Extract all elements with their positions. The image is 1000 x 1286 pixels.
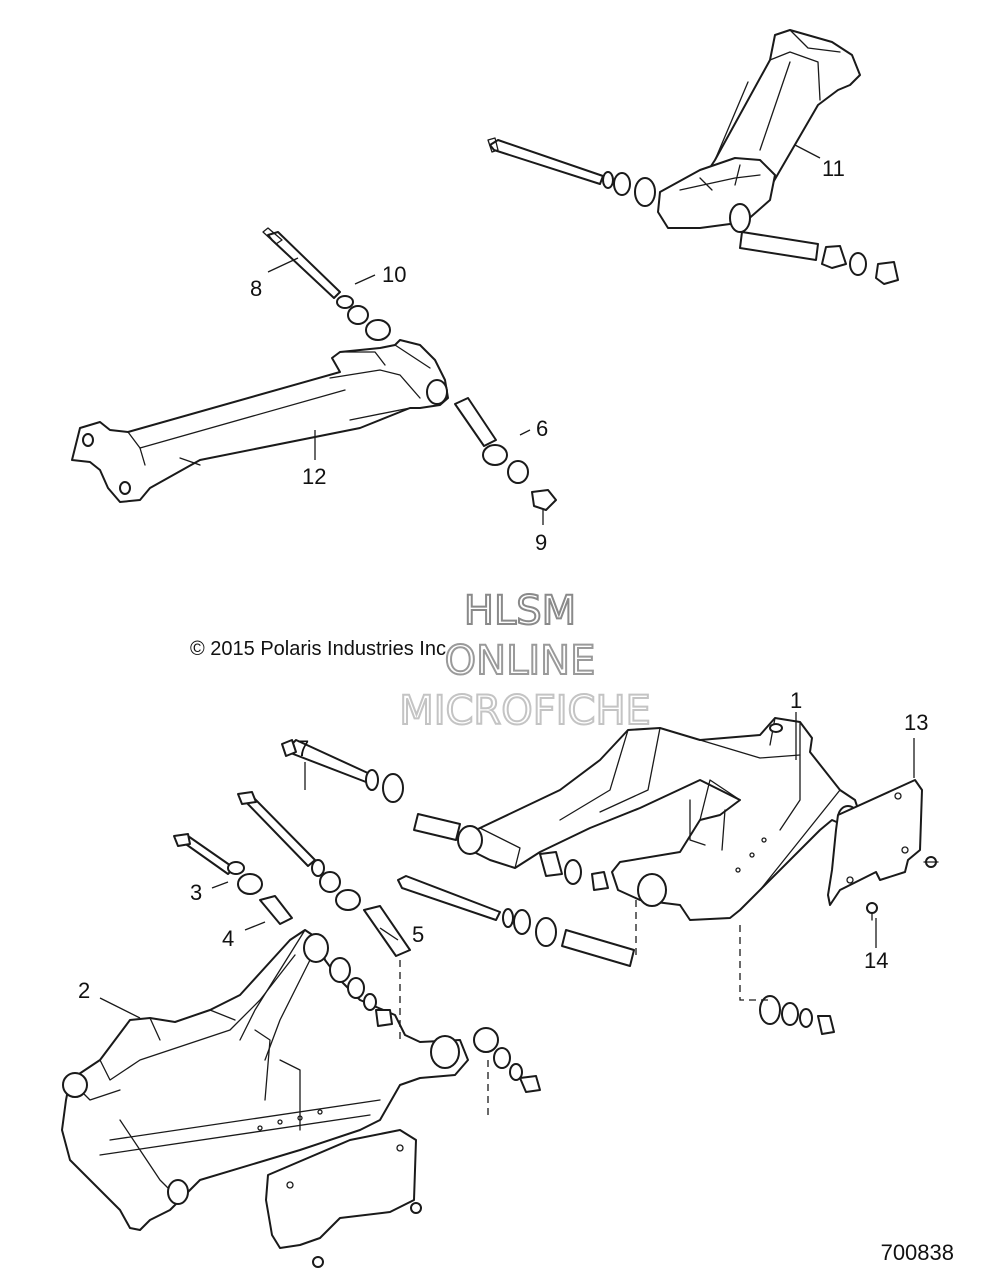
callout-9: 9 <box>535 530 547 555</box>
right-frame-hardware <box>281 739 835 1035</box>
trailing-arm-lower <box>71 339 449 503</box>
fastener-14-screws <box>866 856 939 921</box>
callout-12: 12 <box>302 464 326 489</box>
watermark-line-3: MICROFICHE <box>398 687 652 735</box>
document-number: 700838 <box>880 1240 954 1265</box>
callout-8: 8 <box>250 276 262 301</box>
skid-plate-right <box>827 779 923 906</box>
callout-7: 7 <box>297 736 309 761</box>
watermark-line-1: HLSM <box>463 587 577 635</box>
callout-1: 1 <box>790 688 802 713</box>
callout-10: 10 <box>382 262 406 287</box>
callout-4: 4 <box>222 926 234 951</box>
callout-6: 6 <box>536 416 548 441</box>
copyright-notice: © 2015 Polaris Industries Inc. <box>190 638 452 660</box>
lower-arm-hardware <box>262 227 557 511</box>
alignment-dash-lines <box>399 900 770 1120</box>
callout-labels: 11 10 8 6 12 9 1 13 7 3 4 5 14 2 <box>78 156 928 1003</box>
callout-leaders <box>99 144 915 1019</box>
callout-11: 11 <box>822 156 845 181</box>
skid-plate-left <box>265 1129 422 1268</box>
trailing-arm-upper <box>657 29 861 233</box>
crossmember-frame-right <box>457 717 861 921</box>
upper-arm-hardware <box>487 137 899 285</box>
callout-3: 3 <box>190 880 202 905</box>
watermark-line-2: ONLINE <box>444 637 597 685</box>
callout-13: 13 <box>904 710 928 735</box>
left-frame-hardware <box>173 791 541 1093</box>
callout-2: 2 <box>78 978 90 1003</box>
callout-5: 5 <box>412 922 424 947</box>
callout-14: 14 <box>864 948 888 973</box>
